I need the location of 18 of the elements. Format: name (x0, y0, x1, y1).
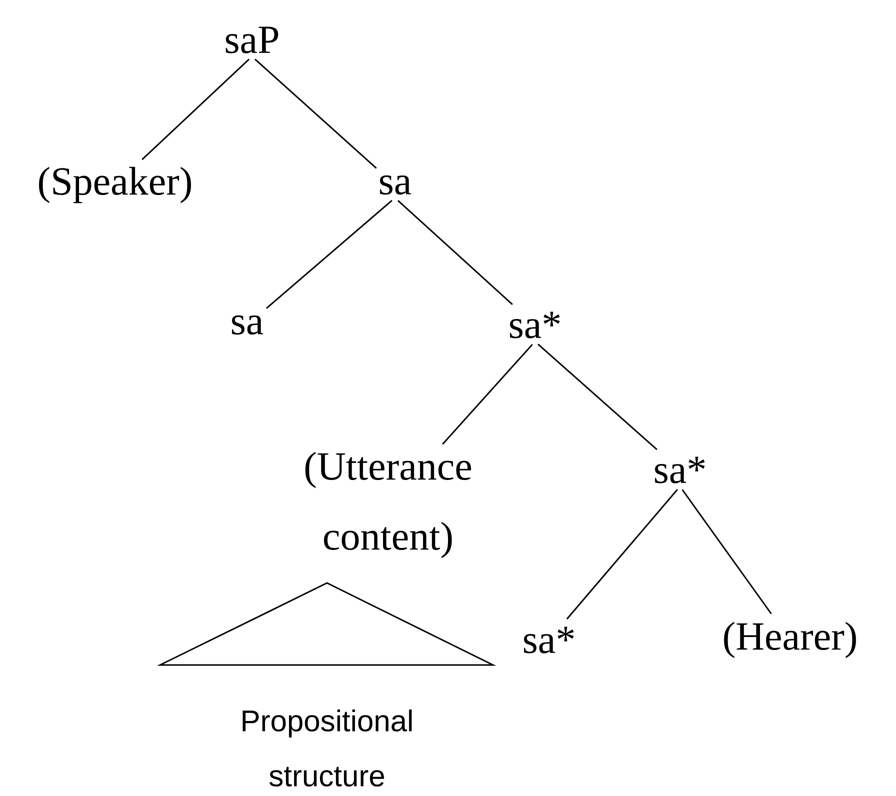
tree-label: (Utterance content) (305, 452, 472, 558)
tree-label: sa* (510, 312, 560, 338)
tree-label: saP (226, 26, 278, 54)
branch-line (538, 344, 658, 450)
branch-line (397, 200, 513, 306)
branch-line (142, 58, 250, 160)
branch-line (266, 200, 392, 309)
branch-line (254, 58, 377, 169)
tree-label: (Speaker) (39, 166, 191, 204)
tree-label: (Hearer) (724, 622, 856, 658)
tree-label: sa (380, 175, 412, 195)
branch-line (682, 489, 772, 614)
tree-label: sa* (655, 456, 705, 484)
branch-line (566, 489, 678, 620)
branch-line (442, 344, 533, 445)
caption-text: Propositional structure (242, 710, 412, 787)
tree-label: sa (232, 315, 264, 335)
tree-label: sa* (524, 626, 574, 654)
